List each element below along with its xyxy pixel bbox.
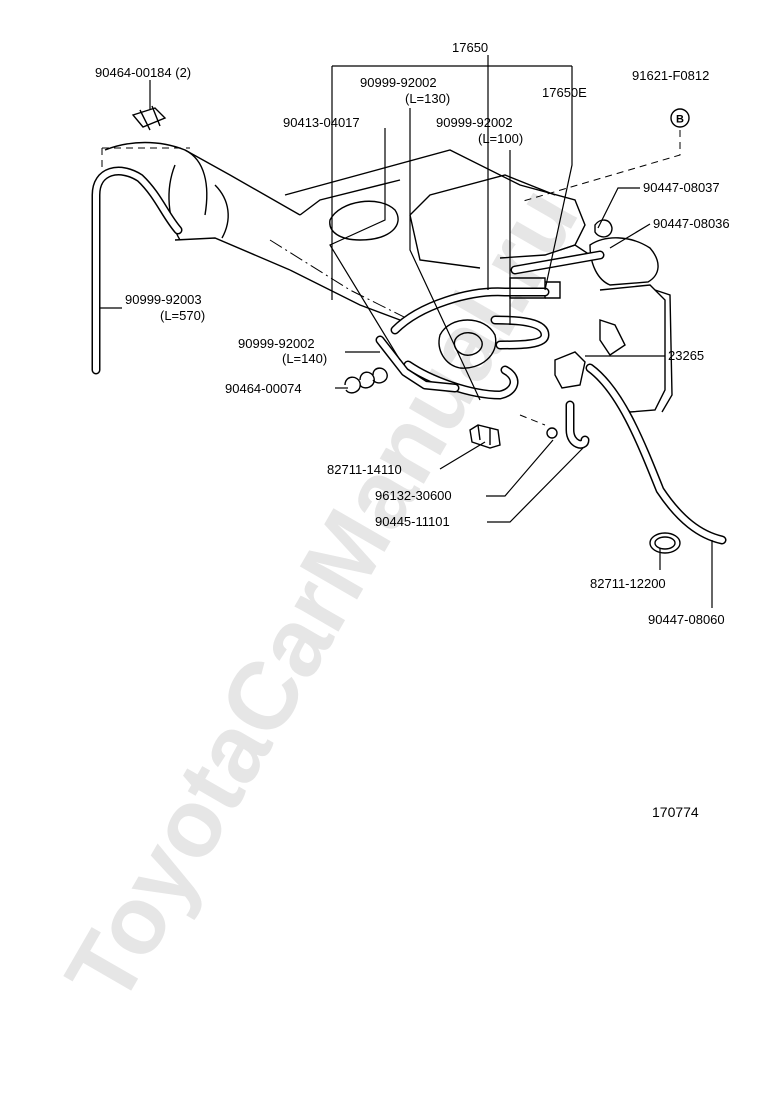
label-90447-08037: 90447-08037 (643, 180, 720, 195)
label-90413-04017: 90413-04017 (283, 115, 360, 130)
label-90447-08060: 90447-08060 (648, 612, 725, 627)
clamp-part-82711-14110 (469, 424, 501, 449)
label-23265: 23265 (668, 348, 704, 363)
clamp-part-90464-00184 (131, 105, 167, 131)
label-91621-f0812: 91621-F0812 (632, 68, 709, 83)
bolt-marker-b: B (670, 108, 690, 128)
label-90445-11101: 90445-11101 (375, 514, 450, 529)
label-90464-00184: 90464-00184 (2) (95, 65, 191, 80)
label-90999-92002-l100-length: (L=100) (478, 131, 523, 146)
label-96132-30600: 96132-30600 (375, 488, 452, 503)
label-90999-92003: 90999-92003 (125, 292, 202, 307)
small-parts: B (131, 105, 690, 554)
engine-assembly-drawing (104, 141, 673, 413)
label-82711-12200: 82711-12200 (590, 576, 666, 591)
label-90999-92002-l100: 90999-92002 (436, 115, 513, 130)
label-82711-14110: 82711-14110 (327, 462, 402, 477)
label-90999-92003-length: (L=570) (160, 308, 205, 323)
label-90999-92002-l130: 90999-92002 (360, 75, 437, 90)
part-labels: 17650 17650E 90464-00184 (2) 90999-92002… (95, 40, 730, 820)
label-90999-92002-l140: 90999-92002 (238, 336, 315, 351)
hoses (91, 166, 727, 545)
label-17650: 17650 (452, 40, 488, 55)
label-90447-08036: 90447-08036 (653, 216, 730, 231)
diagram-number: 170774 (652, 804, 699, 820)
label-90999-92002-l140-length: (L=140) (282, 351, 327, 366)
clamp-part-90464-00074 (344, 367, 388, 394)
leader-lines (100, 55, 713, 608)
valve-part-23265 (554, 351, 586, 389)
label-90999-92002-l130-length: (L=130) (405, 91, 450, 106)
label-17650e: 17650E (542, 85, 587, 100)
bolt-marker-label: B (676, 114, 684, 126)
clamp-part-96132-30600 (546, 427, 558, 439)
label-90464-00074: 90464-00074 (225, 381, 302, 396)
clamp-part-82711-12200 (649, 532, 681, 554)
